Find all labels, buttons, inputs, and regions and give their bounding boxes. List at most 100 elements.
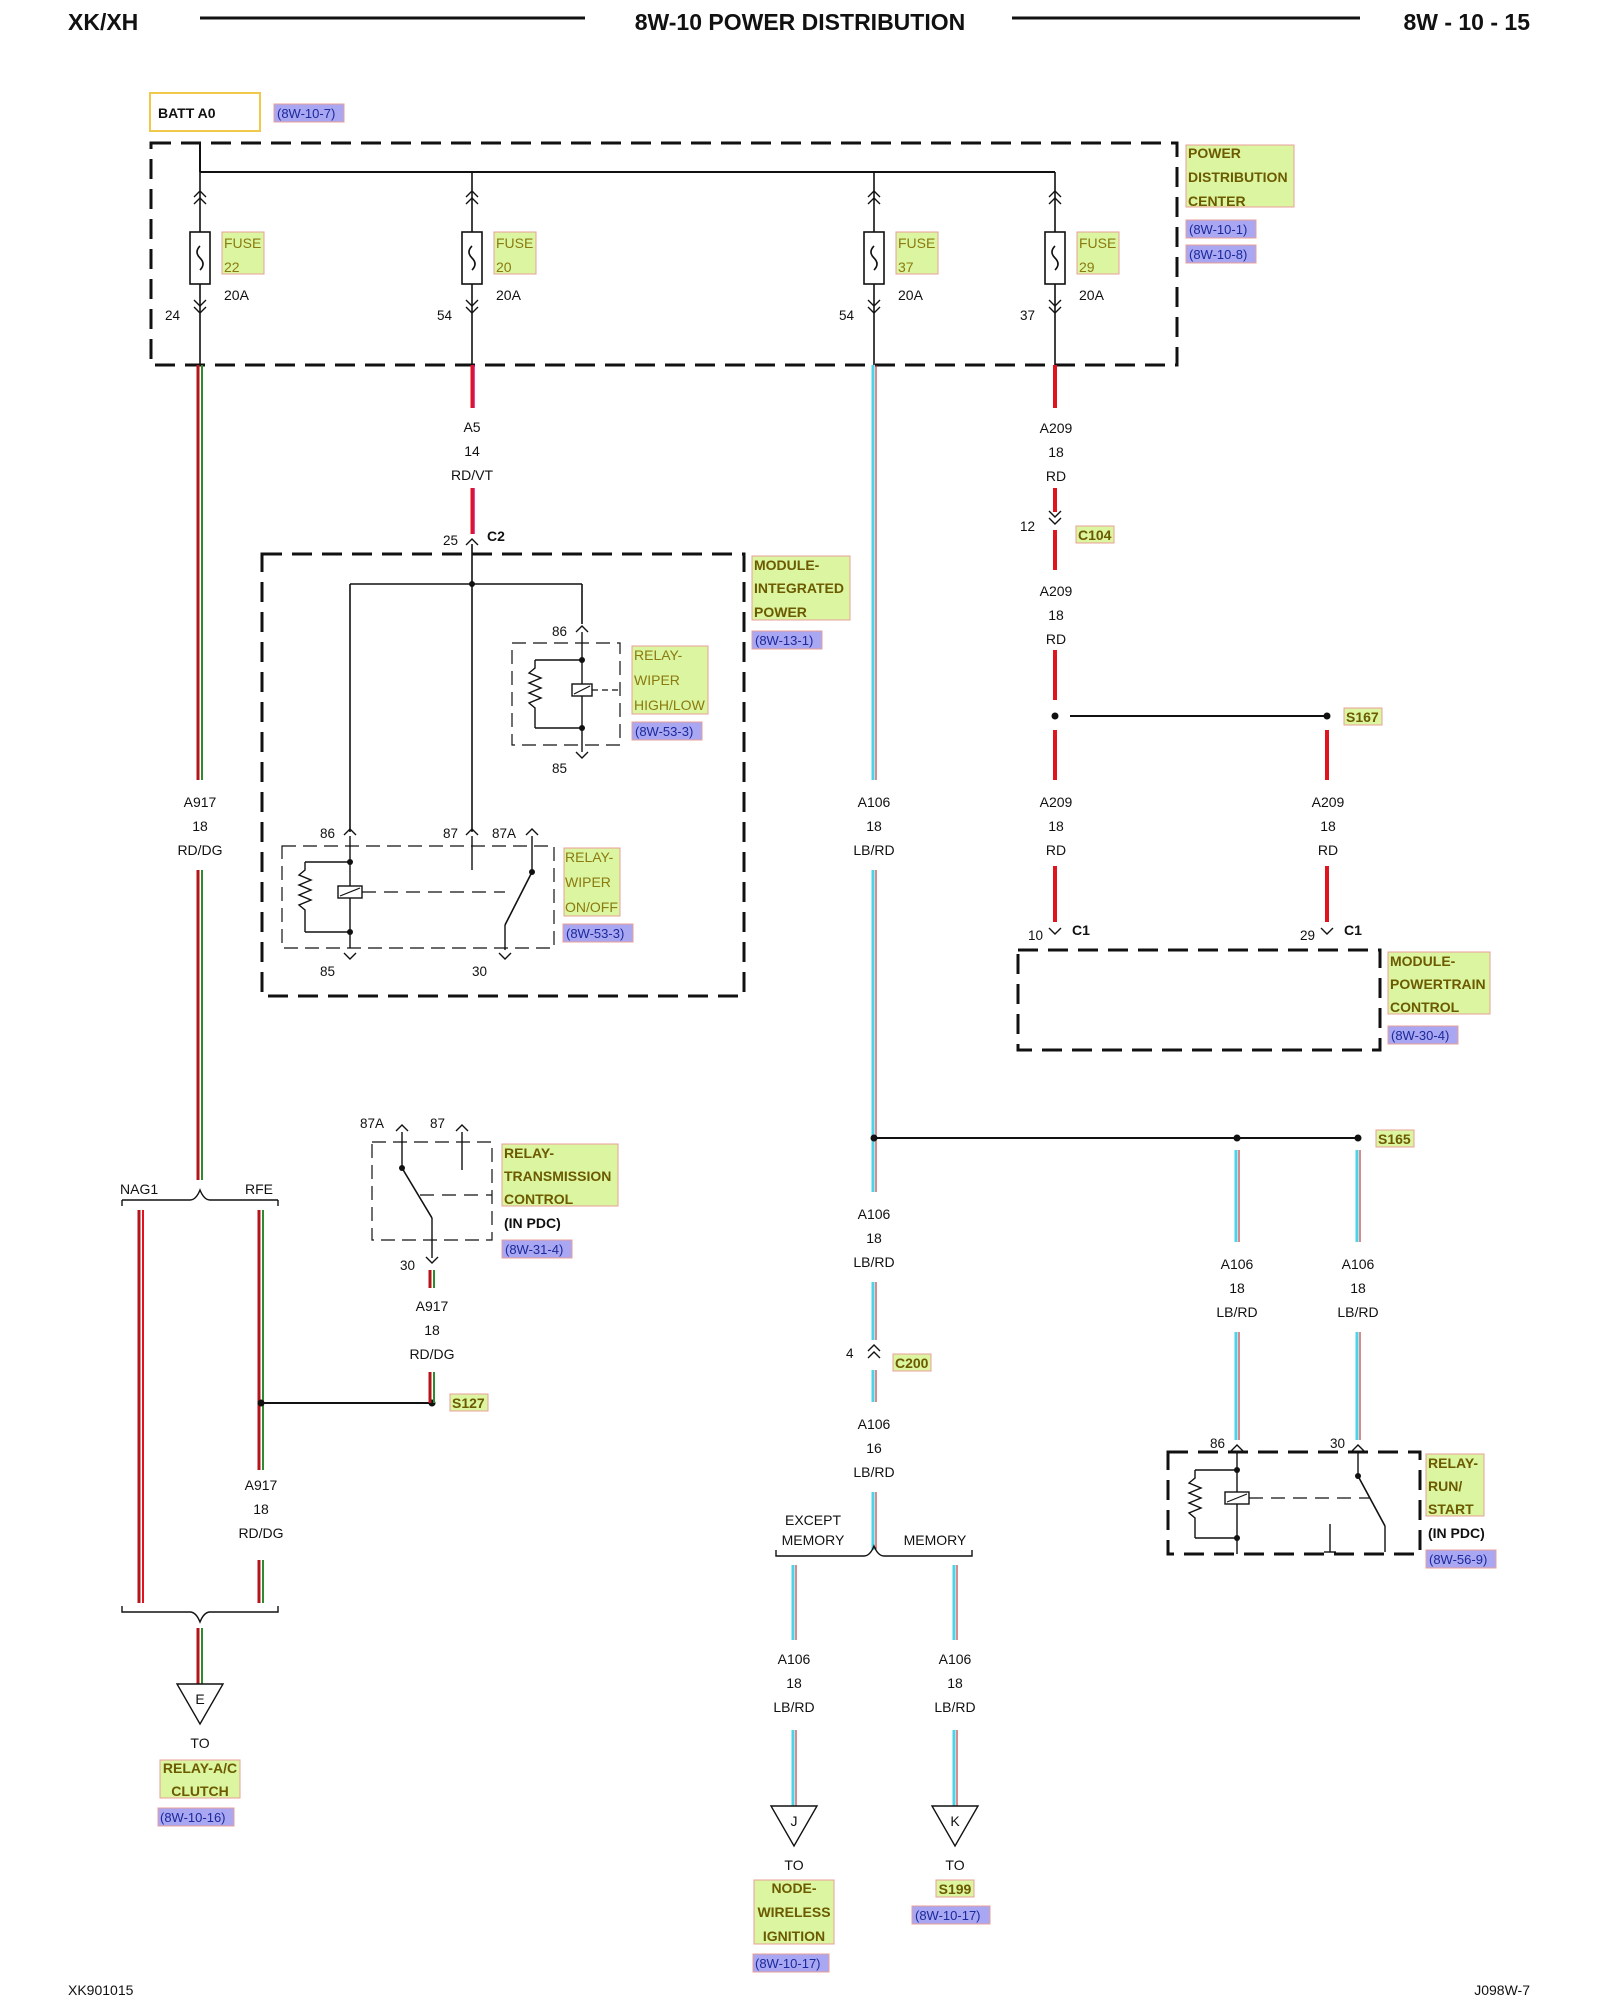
a106-gauge-3: 16 (866, 1440, 882, 1456)
tipm-outline (260, 552, 746, 998)
a917-gauge: 18 (192, 818, 208, 834)
dest-k-to: TO (945, 1857, 964, 1873)
pcm-highlight (1387, 951, 1491, 1015)
pcm-label-1: MODULE- (1390, 953, 1456, 969)
wire-a5 (470, 365, 475, 534)
a106-label-gap-2 (850, 1192, 900, 1282)
a209-circuit-2: A209 (1040, 583, 1073, 599)
rfe-circuit: A917 (245, 1477, 278, 1493)
fuse-20: FUSE 20 20A 54 (437, 172, 537, 365)
dest-k-triangle[interactable] (930, 1805, 980, 1848)
fuse-22-number: 22 (224, 259, 240, 275)
dest-j-ref[interactable]: (8W-10-17) (755, 1956, 821, 1971)
c104-name: C104 (1078, 527, 1112, 543)
a106-circuit-2: A106 (858, 1206, 891, 1222)
a106-label-gap-1 (850, 780, 900, 870)
dest-j-triangle[interactable] (769, 1805, 819, 1848)
c200-highlight (892, 1353, 932, 1372)
relay-hl-highlight (631, 645, 709, 715)
a106-color-6: LB/RD (1216, 1304, 1257, 1320)
vehicle-code: XK/XH (68, 9, 138, 35)
dest-j-letter: J (791, 1813, 798, 1829)
variant-split-top (122, 1188, 278, 1201)
pdc-ref1-highlight (1185, 219, 1257, 239)
relay-onoff-highlight (563, 847, 621, 917)
pdc-label-3: CENTER (1188, 193, 1246, 209)
tipm-label-3: POWER (754, 604, 807, 620)
a106-circuit-4: A106 (778, 1651, 811, 1667)
footer-id: J098W-7 (1474, 1982, 1530, 1998)
relay-onoff-pin-85: 85 (320, 964, 335, 979)
wire-nag1 (137, 1210, 144, 1603)
fuse-37-amp: 20A (898, 287, 924, 303)
relay-trans-ref-highlight (501, 1239, 573, 1259)
relay-trans-ref[interactable]: (8W-31-4) (505, 1242, 563, 1257)
dest-e-to: TO (190, 1735, 209, 1751)
relay-trans-label-1: RELAY- (504, 1145, 554, 1161)
pdc-label-highlight (1185, 144, 1295, 208)
a209-gauge-1: 18 (1048, 444, 1064, 460)
a106-color-4: LB/RD (773, 1699, 814, 1715)
tipm-label-1: MODULE- (754, 557, 820, 573)
fuse-37-word: FUSE (898, 235, 935, 251)
dest-k-ref-highlight (911, 1905, 991, 1925)
s127-highlight (449, 1393, 489, 1412)
dest-e-letter: E (195, 1691, 204, 1707)
c104-highlight (1075, 525, 1115, 544)
fuse-29-pin: 37 (1020, 308, 1035, 323)
batt-label: BATT A0 (158, 105, 216, 121)
relay-onoff-pin-30: 30 (472, 964, 487, 979)
fuse-20-amp: 20A (496, 287, 522, 303)
a106-color-1: LB/RD (853, 842, 894, 858)
a209-color-2: RD (1046, 631, 1066, 647)
s165-highlight (1375, 1129, 1415, 1148)
a209-color-4: RD (1318, 842, 1338, 858)
relay-hl-pin-86: 86 (552, 624, 567, 639)
trans-a917-circuit: A917 (416, 1298, 449, 1314)
fuse-22-amp: 20A (224, 287, 250, 303)
pcm-label-3: CONTROL (1390, 999, 1460, 1015)
fuse-29-amp: 20A (1079, 287, 1105, 303)
a917-label-gap (175, 780, 225, 870)
pdc-ref-1[interactable]: (8W-10-1) (1189, 222, 1247, 237)
c2-name: C2 (487, 528, 505, 544)
c200-name: C200 (895, 1355, 929, 1371)
batt-ref[interactable]: (8W-10-7) (277, 106, 335, 121)
relay-onoff-ref[interactable]: (8W-53-3) (566, 926, 624, 941)
relay-onoff-pin-86: 86 (320, 826, 335, 841)
dest-j-line3: IGNITION (763, 1928, 825, 1944)
tipm-ref[interactable]: (8W-13-1) (755, 633, 813, 648)
relay-hl-ref[interactable]: (8W-53-3) (635, 724, 693, 739)
dest-k-line1: S199 (939, 1881, 972, 1897)
batt-box (149, 92, 261, 132)
dest-e-triangle[interactable] (175, 1683, 225, 1726)
pcm-outline (1016, 948, 1382, 1052)
relay-run-note: (IN PDC) (1428, 1525, 1485, 1541)
a5-gauge: 14 (464, 443, 480, 459)
relay-run-pin-30: 30 (1330, 1436, 1345, 1451)
fuse-29-word: FUSE (1079, 235, 1116, 251)
fuse-22: FUSE 22 20A 24 (165, 172, 265, 365)
a106-gauge-2: 18 (866, 1230, 882, 1246)
relay-run-ref[interactable]: (8W-56-9) (1429, 1552, 1487, 1567)
a106-color-7: LB/RD (1337, 1304, 1378, 1320)
dest-e-line2: CLUTCH (171, 1783, 229, 1799)
dest-e-line1: RELAY-A/C (163, 1760, 237, 1776)
pdc-ref-2[interactable]: (8W-10-8) (1189, 247, 1247, 262)
relay-run-ref-highlight (1425, 1549, 1497, 1569)
relay-onoff-label-2: WIPER (565, 874, 611, 890)
fuse-29-number: 29 (1079, 259, 1095, 275)
a5-color: RD/VT (451, 467, 493, 483)
dest-e-ref[interactable]: (8W-10-16) (160, 1810, 226, 1825)
pcm-ref[interactable]: (8W-30-4) (1391, 1028, 1449, 1043)
fuse-37-number: 37 (898, 259, 914, 275)
dest-k-ref[interactable]: (8W-10-17) (915, 1908, 981, 1923)
variant-join-bottom (121, 1606, 279, 1624)
splice-s127: S127 (452, 1395, 485, 1411)
relay-run-label-3: START (1428, 1501, 1474, 1517)
relay-hl-label-3: HIGH/LOW (634, 697, 706, 713)
c1-name-a: C1 (1072, 922, 1090, 938)
variant-except: EXCEPT (785, 1512, 841, 1528)
relay-trans-pin-87: 87 (430, 1116, 445, 1131)
